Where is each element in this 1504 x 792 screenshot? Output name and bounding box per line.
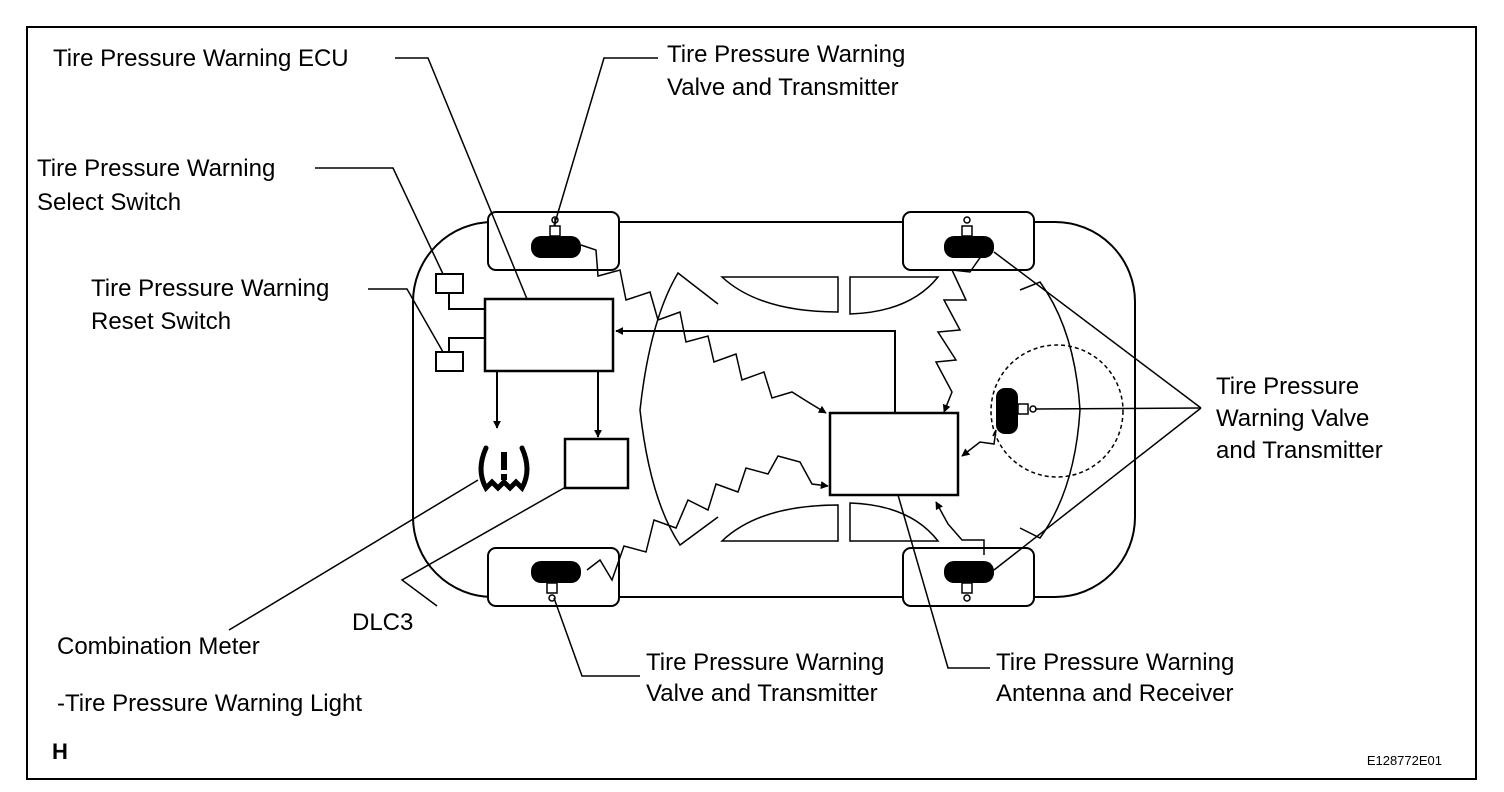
select-switch-label: Tire Pressure Warning Select Switch <box>37 155 282 216</box>
transmitter-rear-left-label: Tire Pressure Warning Valve and Transmit… <box>646 649 891 707</box>
transmitter-front-left-label: Tire Pressure Warning Valve and Transmit… <box>667 41 912 101</box>
receiver-box <box>828 411 960 497</box>
combination-meter-label: Combination Meter <box>57 633 260 660</box>
figure-code: E128772E01 <box>1367 753 1442 768</box>
valve-transmitter-rear-left <box>531 561 581 602</box>
valve-transmitter-spare <box>996 388 1037 434</box>
antenna-receiver-label: Tire Pressure Warning Antenna and Receiv… <box>996 649 1241 707</box>
ecu-box <box>483 297 615 373</box>
view-mark: H <box>52 739 68 764</box>
transmitter-right-label: Tire Pressure Warning Valve and Transmit… <box>1216 373 1383 464</box>
valve-transmitter-rear-right <box>944 561 994 602</box>
diagram-frame <box>26 26 1477 780</box>
reset-switch <box>435 351 464 372</box>
select-switch <box>435 273 464 294</box>
vehicle-body <box>412 211 1136 607</box>
tire-pressure-warning-icon <box>478 445 530 493</box>
dlc3-connector <box>563 437 630 490</box>
reset-switch-label: Tire Pressure Warning Reset Switch <box>91 275 336 335</box>
rf-signals <box>580 244 997 582</box>
dlc3-label: DLC3 <box>352 609 413 636</box>
valve-transmitter-front-right <box>944 216 994 258</box>
ecu-label: Tire Pressure Warning ECU <box>53 45 349 72</box>
spare-tire-area <box>990 344 1124 478</box>
warning-light-label: -Tire Pressure Warning Light <box>57 690 362 717</box>
